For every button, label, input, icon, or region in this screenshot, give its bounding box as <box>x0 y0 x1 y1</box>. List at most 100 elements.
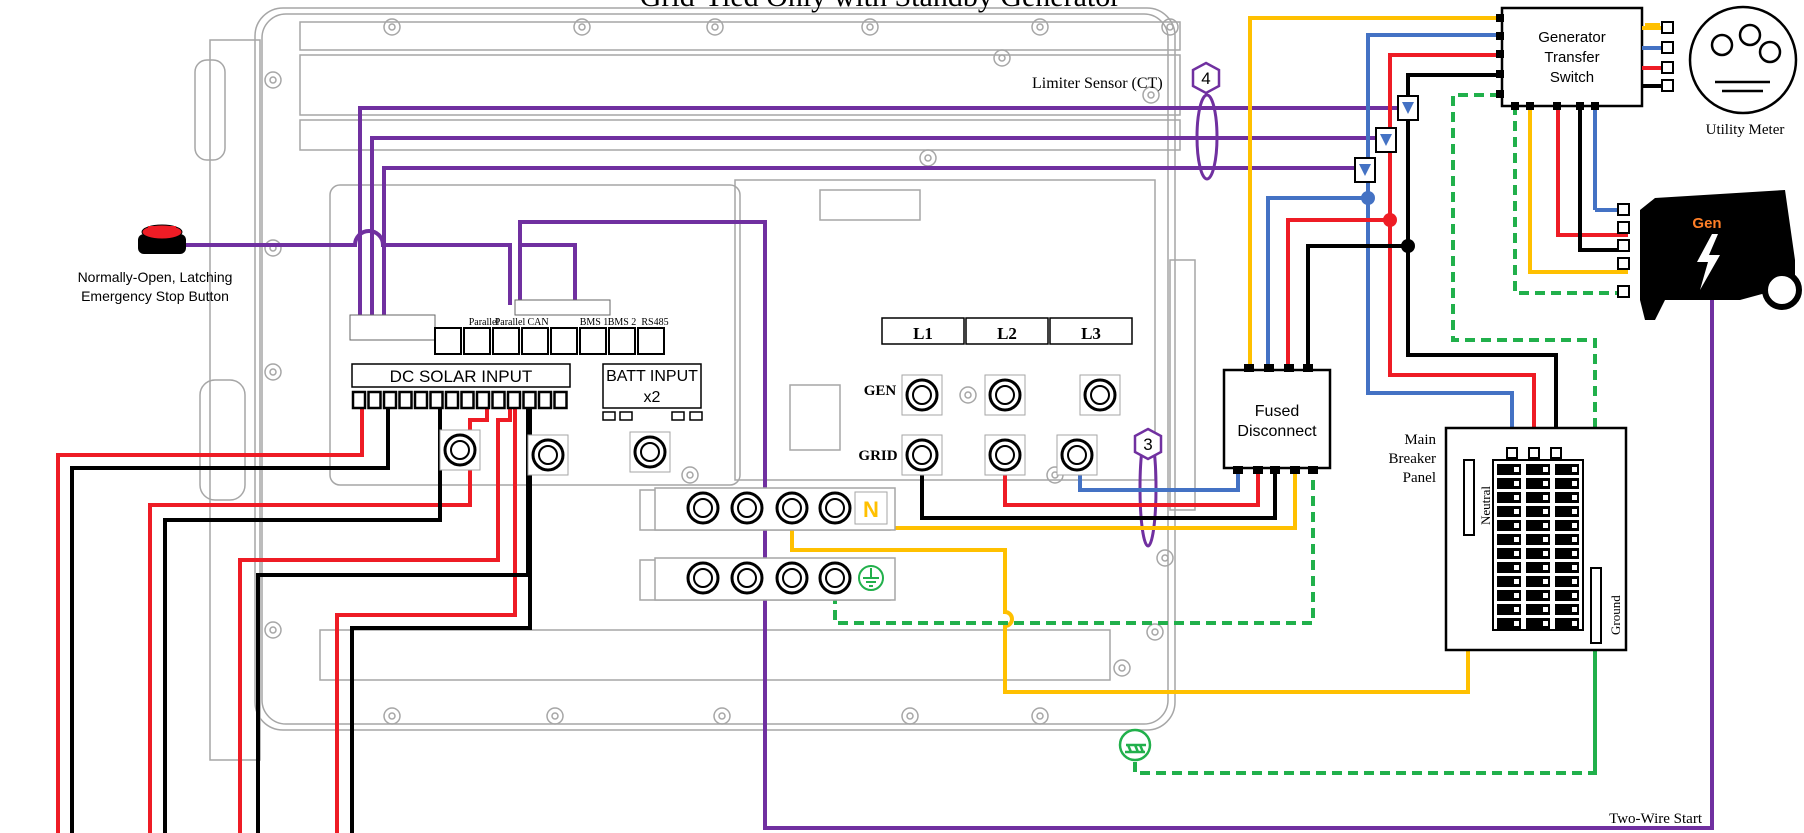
breaker-slot <box>1555 604 1579 615</box>
breaker-slot <box>1526 562 1550 573</box>
screw-icon <box>706 18 724 36</box>
screw-icon <box>1031 707 1049 725</box>
ct-sensor-4 <box>1195 93 1219 181</box>
breaker-slot <box>1497 520 1521 531</box>
breaker-slot <box>1555 478 1579 489</box>
pv-terminal <box>413 390 429 410</box>
ct-badge-4-label: 4 <box>1201 69 1210 88</box>
grid-row-label: GRID <box>858 448 897 464</box>
screw-icon <box>901 707 919 725</box>
screw-icon <box>959 386 977 404</box>
gts-label-line1: Generator <box>1538 29 1606 46</box>
breaker-slot <box>1497 464 1521 475</box>
breaker-slot <box>1526 520 1550 531</box>
screw-icon <box>1142 86 1160 104</box>
generator-icon: Gen <box>1617 190 1802 320</box>
chassis-screws <box>264 18 1179 725</box>
fused-disconnect-label-line1: Fused <box>1255 403 1299 420</box>
comm-port <box>521 327 549 355</box>
fused-disconnect: Fused Disconnect <box>1222 364 1332 474</box>
breaker-slot <box>1497 548 1521 559</box>
gen-row-label: GEN <box>864 383 897 399</box>
pv-terminal <box>553 390 568 410</box>
screw-icon <box>713 707 731 725</box>
screw-icon <box>383 707 401 725</box>
breaker-slot <box>1555 506 1579 517</box>
comm-port <box>579 327 607 355</box>
screw-icon <box>264 239 282 257</box>
breaker-slot <box>1555 590 1579 601</box>
pv-terminal <box>460 390 475 410</box>
mbp-label-line3: Panel <box>1403 470 1436 486</box>
breaker-slot <box>1497 562 1521 573</box>
breaker-l1-label: L1 <box>913 324 933 343</box>
gts-label-line3: Switch <box>1550 69 1594 86</box>
neutral-bar-label: Neutral <box>1478 486 1493 525</box>
screw-icon <box>383 18 401 36</box>
comm-port-label: BMS 2 <box>608 317 637 328</box>
pv-terminal <box>506 390 522 410</box>
neutral-bus-label: N <box>863 497 879 522</box>
screw-icon <box>264 71 282 89</box>
breaker-slot <box>1497 576 1521 587</box>
ct-clamps <box>1354 95 1419 183</box>
comm-port <box>492 327 520 355</box>
breaker-slot <box>1555 548 1579 559</box>
screw-icon <box>264 363 282 381</box>
screw-icon <box>861 18 879 36</box>
red-wires <box>56 53 1628 833</box>
pv-terminal <box>429 390 444 410</box>
breaker-slot <box>1526 590 1550 601</box>
screw-icon <box>1031 18 1049 36</box>
ac-terminals: GEN GRID <box>439 374 1121 476</box>
neutral-wires <box>790 16 1660 694</box>
utility-meter-icon <box>1688 5 1798 115</box>
screw-icon <box>573 18 591 36</box>
black-junction <box>1401 239 1415 253</box>
comm-port <box>434 327 462 355</box>
comm-port-labels: Parallel Parallel CAN BMS 1 BMS 2 RS485 <box>469 317 669 328</box>
screw-icon <box>681 466 699 484</box>
two-wire-start-label: Two-Wire Start <box>1609 811 1703 827</box>
screw-icon <box>264 621 282 639</box>
diagram-title: Grid-Tied Only with Standby Generator <box>640 0 1121 13</box>
ground-bar-label: Ground <box>1608 595 1623 635</box>
comm-port <box>463 327 491 355</box>
utility-meter-label: Utility Meter <box>1706 122 1785 138</box>
estop-label-line2: Emergency Stop Button <box>81 288 229 304</box>
breaker-slot <box>1526 534 1550 545</box>
breaker-slot <box>1497 534 1521 545</box>
breaker-slot <box>1526 464 1550 475</box>
dc-solar-input-block: DC SOLAR INPUT <box>351 363 571 410</box>
ct-badge-3: 3 <box>1133 427 1163 461</box>
breaker-slot <box>1497 506 1521 517</box>
pv-terminal <box>475 390 491 410</box>
screw-icon <box>1156 549 1174 567</box>
breaker-slot <box>1526 576 1550 587</box>
generator-badge-label: Gen <box>1692 215 1721 232</box>
comm-port-label: CAN <box>527 317 548 328</box>
comm-port <box>550 327 578 355</box>
screw-icon <box>919 149 937 167</box>
pv-terminal <box>444 390 460 410</box>
comm-port-label: RS485 <box>641 317 668 328</box>
pv-terminal <box>522 390 537 410</box>
screw-icon <box>1146 623 1164 641</box>
emergency-stop-button <box>138 224 186 254</box>
pv-terminal <box>398 390 413 410</box>
breaker-slot <box>1526 492 1550 503</box>
pv-terminal <box>491 390 506 410</box>
lightning-icon <box>1697 234 1720 290</box>
mbp-label-line1: Main <box>1404 432 1436 448</box>
pv-terminal <box>367 390 382 410</box>
gts-label-line2: Transfer <box>1544 49 1599 66</box>
breaker-slot <box>1526 618 1550 629</box>
breaker-slot <box>1555 618 1579 629</box>
pv-terminal <box>351 390 367 410</box>
comm-port-label: BMS 1 <box>580 317 609 328</box>
screw-icon <box>1113 659 1131 677</box>
generator-transfer-switch: Generator Transfer Switch <box>1496 6 1674 110</box>
blue-junction <box>1361 191 1375 205</box>
breaker-l3-label: L3 <box>1081 324 1101 343</box>
breaker-slot <box>1497 604 1521 615</box>
